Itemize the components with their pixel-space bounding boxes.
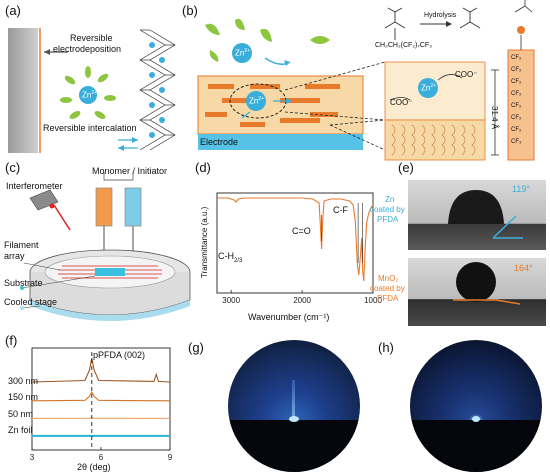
- f-trace-line: [31, 416, 171, 419]
- panel-h-label: (h): [378, 340, 394, 355]
- b-zn-right-ion: Zn2+: [421, 83, 437, 93]
- panel-a-label: (a): [5, 3, 21, 18]
- b-electrode-label: Electrode: [200, 137, 239, 147]
- b-zn-top-ion: Zn2+: [235, 48, 251, 58]
- d-x-tick-label: 2000: [293, 296, 311, 305]
- cf-group: CF₂: [511, 67, 522, 73]
- initiator-vessel-blue: [124, 187, 142, 260]
- cf-chain-column: [507, 49, 535, 161]
- e-mn-label2: coated by: [370, 284, 405, 293]
- f-trace-150: 150 nm: [8, 392, 39, 402]
- b-cf-group-list: CF₂ CF₂ CF₂ CF₂ CF₂ CF₂ CF₂ CF₃: [511, 55, 535, 151]
- b-chain-formula: CH₂CH₂(CF₂)₇CF₃: [375, 42, 432, 49]
- d-x-tick-label: 3000: [222, 296, 240, 305]
- cf-group: CF₂: [511, 115, 522, 121]
- c-interferometer-label: Interferometer: [6, 181, 63, 191]
- d-xlabel: Wavenumber (cm⁻¹): [248, 312, 330, 322]
- b-hydrolysis-label: Hydrolysis: [424, 12, 457, 19]
- f-x-tick-label: 6: [99, 453, 104, 462]
- c-filament-label2: array: [4, 251, 25, 261]
- g-streak: [292, 380, 295, 420]
- f-trace-300: 300 nm: [8, 376, 39, 386]
- c-substrate-label: Substrate: [4, 278, 43, 288]
- a-zn-ion-label: Zn2+: [82, 90, 98, 100]
- f-trace-line: [31, 357, 171, 383]
- cf-group: CF₂: [511, 91, 522, 97]
- g-horizon-shadow: [228, 420, 360, 472]
- panel-a-figure: [8, 28, 176, 153]
- cf-group: CF₂: [511, 79, 522, 85]
- zn-metal-slab: [8, 28, 38, 153]
- e-mn-label3: PFDA: [377, 294, 399, 303]
- cf-group: CF₂: [511, 103, 522, 109]
- b-coo-left: COO⁻: [390, 98, 413, 107]
- cf-group: CF₂: [511, 55, 522, 61]
- cf-group: CF₂: [511, 127, 522, 133]
- d-ann-cf: C-F: [333, 205, 348, 215]
- electrode-bar: [198, 134, 363, 150]
- panel-f-label: (f): [5, 333, 18, 348]
- f-x-tick-label: 9: [168, 453, 173, 462]
- intercalated-ion-dots: [149, 42, 165, 138]
- b-coo-right: COO⁻: [455, 70, 478, 79]
- f-trace-50: 50 nm: [8, 409, 34, 419]
- b-zn-mid-ion: Zn2+: [249, 96, 265, 106]
- b-spacing-label: 31.4 Å: [490, 106, 499, 130]
- water-molecule-icons: [60, 66, 116, 119]
- d-x-tick-label: 1000: [364, 296, 382, 305]
- panel-c-label: (c): [5, 160, 21, 175]
- zn-ion-icon: [79, 86, 97, 104]
- a-electrodeposition-line1: Reversible: [70, 33, 113, 43]
- f-trace-line: [31, 390, 171, 402]
- e-zn-droplet: [448, 190, 523, 239]
- h-diffraction-image: [410, 340, 542, 472]
- c-monomer-label: Monomer / Initiator: [92, 166, 168, 176]
- pfda-molecule-structure: [384, 7, 481, 40]
- d-ftir-line: [217, 197, 374, 282]
- e-zn-label2: coated by: [370, 205, 405, 214]
- e-mn-angle: 164°: [514, 263, 533, 273]
- d-plot-frame: [216, 192, 374, 294]
- g-diffraction-image: [228, 340, 360, 472]
- monomer-vessel-orange: [95, 187, 113, 260]
- a-electrodeposition-line2: electrodeposition: [53, 44, 122, 54]
- panel-b-figure: [197, 0, 535, 161]
- panel-c-figure: [20, 172, 191, 321]
- e-zn-label3: PFDA: [377, 215, 399, 224]
- f-trace-znfoil: Zn foil: [8, 425, 33, 435]
- f-plot-frame: [31, 347, 171, 451]
- c-filament-label: Filament: [4, 240, 39, 250]
- packed-chains: [391, 124, 476, 156]
- f-peak-label: pPFDA (002): [93, 350, 146, 360]
- a-intercalation-label: Reversible intercalation: [43, 123, 137, 133]
- panel-b-label: (b): [182, 3, 198, 18]
- panel-e-label: (e): [398, 160, 414, 175]
- ftir-chart: 3000 2000 1000: [216, 192, 382, 305]
- e-zn-angle: 119°: [512, 184, 530, 194]
- e-zn-label1: Zn: [385, 195, 395, 204]
- interferometer-icon: [29, 189, 71, 231]
- f-xlabel: 2θ (deg): [77, 462, 111, 472]
- e-mn-label1: MnO₂: [378, 274, 399, 283]
- f-x-tick-label: 3: [30, 453, 35, 462]
- d-ann-co: C=O: [292, 226, 311, 236]
- h-horizon-shadow: [410, 420, 542, 472]
- panel-d-label: (d): [195, 160, 211, 175]
- c-cooled-stage-label: Cooled stage: [4, 297, 58, 307]
- substrate-rect: [95, 268, 125, 276]
- xrd-chart: 3 6 9: [30, 347, 173, 462]
- layered-host-structure: [139, 29, 176, 151]
- cf-group: CF₃: [511, 139, 522, 145]
- panel-g-label: (g): [188, 340, 204, 355]
- h-beam-spot: [472, 416, 480, 422]
- d-ann-ch: C-H2/3: [218, 251, 243, 264]
- d-ylabel: Transmittance (a.u.): [200, 206, 209, 278]
- e-mn-droplet: [453, 262, 521, 305]
- g-beam-spot: [289, 416, 299, 422]
